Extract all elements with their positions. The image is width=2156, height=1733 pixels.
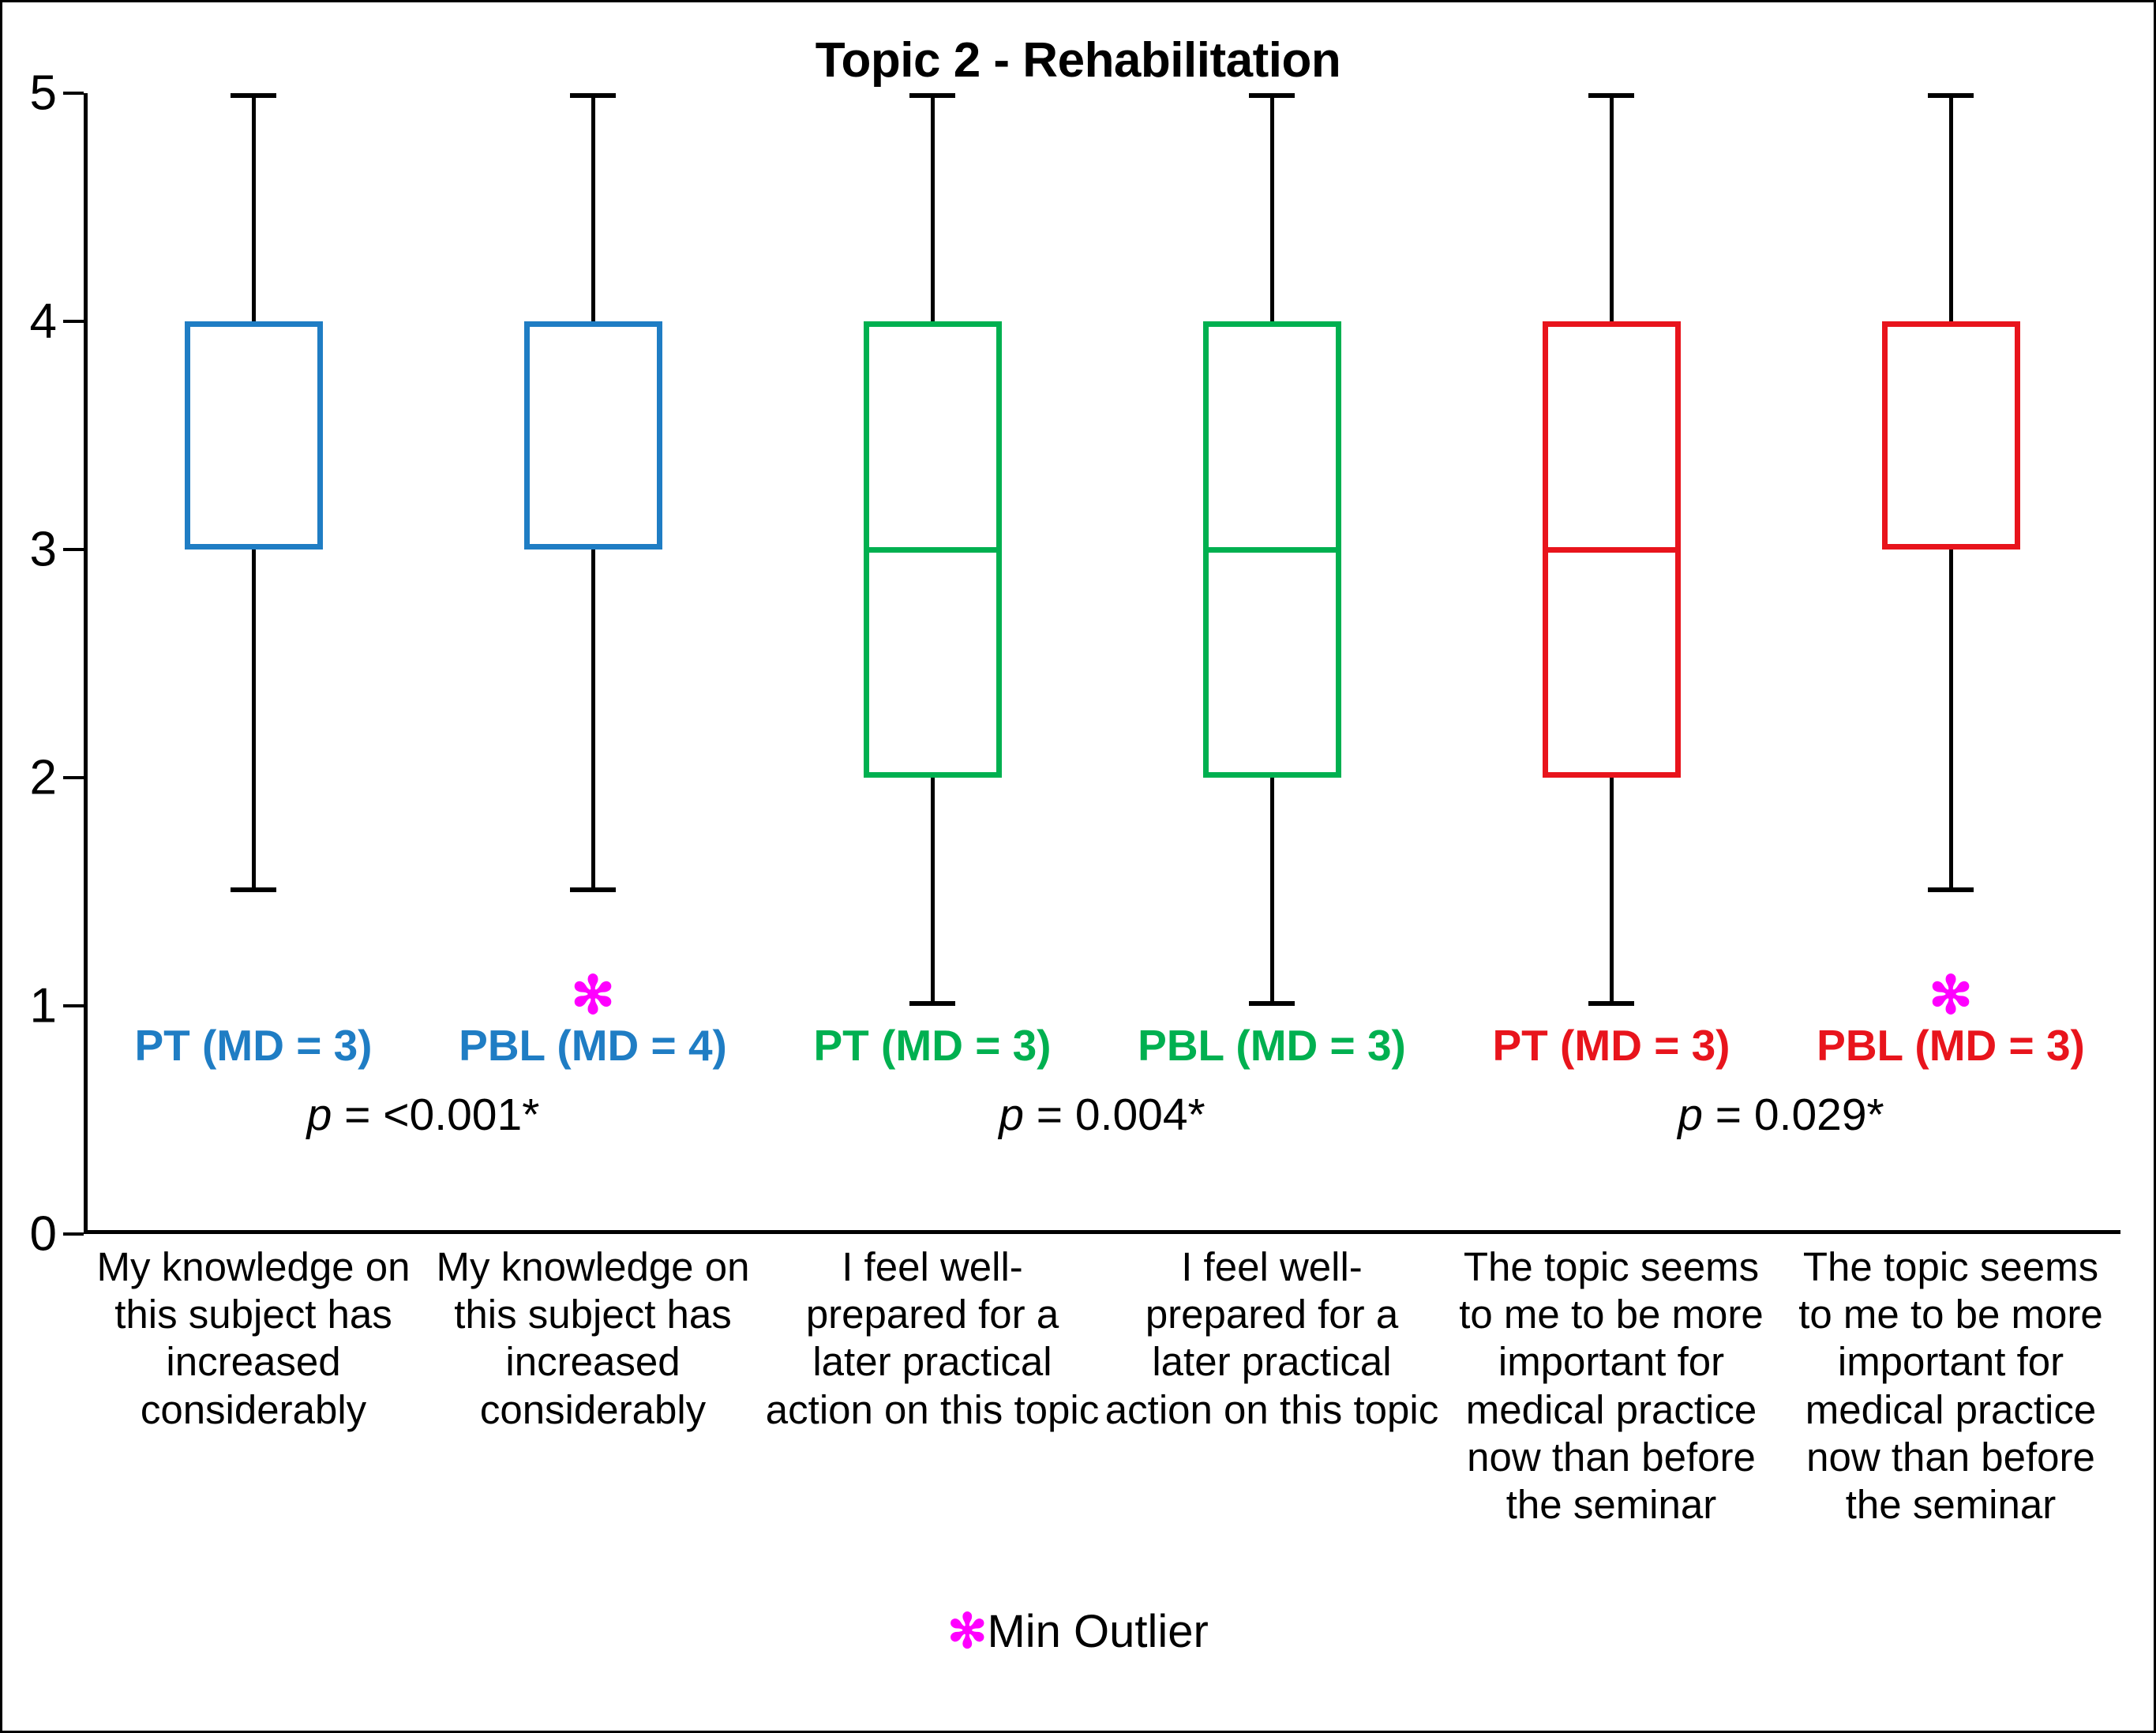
lower-whisker [930, 778, 935, 1006]
x-axis-category-label: I feel well-prepared for a later practic… [1104, 1244, 1439, 1432]
lower-whisker-cap [1249, 1001, 1295, 1006]
upper-whisker-cap [909, 93, 955, 98]
lower-whisker [591, 550, 595, 892]
box-group-label: PT (MD = 3) [813, 1021, 1052, 1070]
iqr-box[interactable] [184, 321, 323, 550]
y-axis-tick-label: 5 [29, 66, 57, 121]
upper-whisker [1609, 93, 1614, 321]
upper-whisker [591, 93, 595, 321]
lower-whisker [251, 550, 256, 892]
box-group-label: PT (MD = 3) [1492, 1021, 1730, 1070]
y-axis-tick-label: 2 [29, 750, 57, 805]
median-line [1542, 546, 1681, 553]
median-line [1202, 546, 1341, 553]
box-group-label: PBL (MD = 3) [1817, 1021, 2085, 1070]
p-value-label: p = 0.029* [1678, 1089, 1884, 1141]
box-group-label: PT (MD = 3) [134, 1021, 373, 1070]
box-group-label: PBL (MD = 4) [459, 1021, 727, 1070]
p-value-label: p = 0.004* [999, 1089, 1205, 1141]
y-axis-tick [63, 320, 84, 323]
x-axis-category-label: The topic seems to me to be more importa… [1798, 1244, 2103, 1527]
p-symbol: p [1678, 1090, 1703, 1140]
lower-whisker [1948, 550, 1953, 892]
legend: ✻Min Outlier [2, 1605, 2154, 1658]
y-axis-tick-label: 4 [29, 294, 57, 349]
p-symbol: p [306, 1090, 332, 1140]
upper-whisker [1269, 93, 1274, 321]
box-plot[interactable]: PT (MD = 3) [135, 93, 373, 1234]
upper-whisker [251, 93, 256, 321]
upper-whisker [930, 93, 935, 321]
box-plot[interactable]: PT (MD = 3) [1493, 93, 1730, 1234]
x-axis-category-label: I feel well-prepared for a later practic… [765, 1244, 1100, 1432]
upper-whisker-cap [570, 93, 616, 98]
lower-whisker-cap [1588, 1001, 1634, 1006]
lower-whisker [1609, 778, 1614, 1006]
lower-whisker-cap [1928, 887, 1974, 892]
iqr-box[interactable] [1881, 321, 2020, 550]
x-axis-line [84, 1230, 2120, 1234]
min-outlier-marker: ✻ [571, 965, 615, 1024]
y-axis-line [84, 93, 88, 1234]
chart-title: Topic 2 - Rehabilitation [815, 33, 1341, 88]
upper-whisker-cap [1928, 93, 1974, 98]
min-outlier-marker: ✻ [1929, 965, 1973, 1024]
upper-whisker [1948, 93, 1953, 321]
box-plot[interactable]: ✻PBL (MD = 3) [1817, 93, 2085, 1234]
p-symbol: p [999, 1090, 1024, 1140]
x-axis-category-label: My knowledge on this subject has increas… [436, 1244, 750, 1432]
min-outlier-icon: ✻ [947, 1604, 988, 1658]
y-axis-tick [63, 776, 84, 779]
y-axis-tick [63, 1004, 84, 1007]
x-axis-category-label: My knowledge on this subject has increas… [96, 1244, 411, 1432]
box-group-label: PBL (MD = 3) [1138, 1021, 1406, 1070]
p-value-label: p = <0.001* [307, 1089, 540, 1141]
box-plot[interactable]: ✻PBL (MD = 4) [459, 93, 727, 1234]
x-axis-category-labels: My knowledge on this subject has increas… [84, 1243, 2120, 1575]
upper-whisker-cap [1249, 93, 1295, 98]
x-axis-category-label: The topic seems to me to be more importa… [1459, 1244, 1764, 1527]
y-axis-tick-label: 1 [29, 978, 57, 1033]
lower-whisker-cap [231, 887, 276, 892]
iqr-box[interactable] [523, 321, 662, 550]
p-value-text: = <0.001* [332, 1090, 540, 1140]
median-line [863, 546, 1002, 553]
p-value-text: = 0.004* [1023, 1090, 1205, 1140]
y-axis-tick-label: 0 [29, 1206, 57, 1262]
legend-label: Min Outlier [987, 1606, 1209, 1657]
y-axis-tick [63, 1232, 84, 1236]
lower-whisker [1269, 778, 1274, 1006]
lower-whisker-cap [909, 1001, 955, 1006]
y-axis-tick [63, 92, 84, 95]
y-axis-tick-label: 3 [29, 522, 57, 577]
y-axis-tick [63, 548, 84, 551]
upper-whisker-cap [231, 93, 276, 98]
p-value-text: = 0.029* [1702, 1090, 1884, 1140]
lower-whisker-cap [570, 887, 616, 892]
box-plot[interactable]: PBL (MD = 3) [1138, 93, 1406, 1234]
upper-whisker-cap [1588, 93, 1634, 98]
box-plot[interactable]: PT (MD = 3) [814, 93, 1052, 1234]
